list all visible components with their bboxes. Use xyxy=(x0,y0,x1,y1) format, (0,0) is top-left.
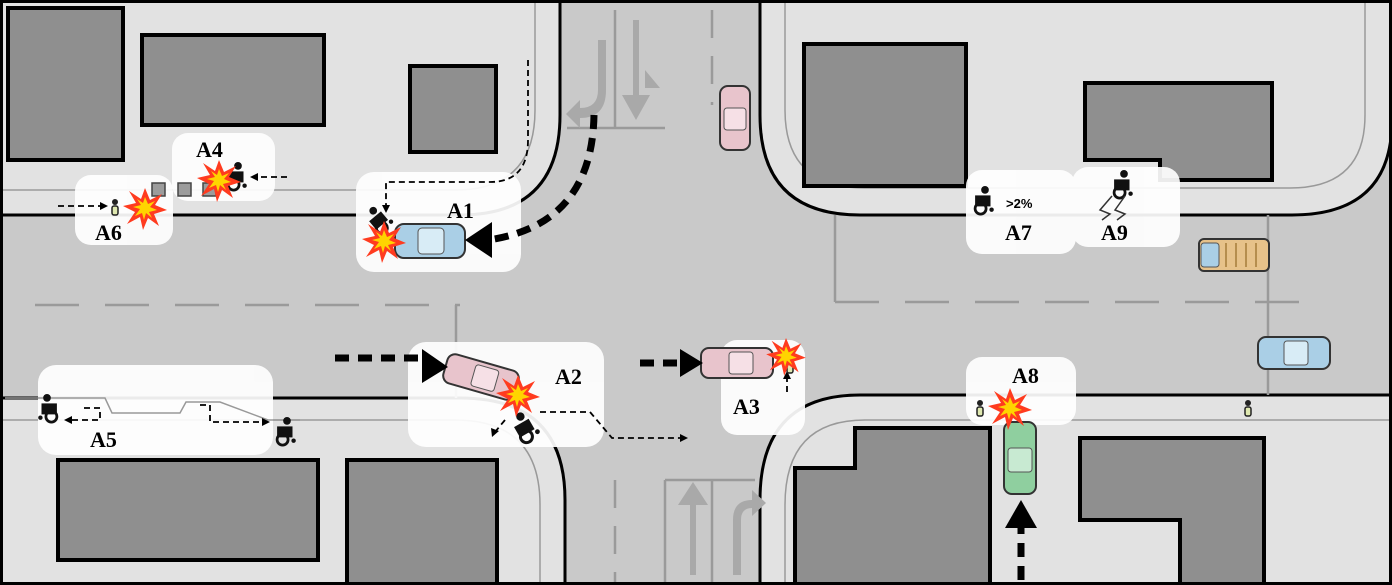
lane-arrow-icon xyxy=(566,20,766,575)
truck-icon xyxy=(1198,238,1270,272)
building xyxy=(408,64,498,154)
label-a5: A5 xyxy=(90,427,117,452)
building xyxy=(345,458,499,585)
label-a1: A1 xyxy=(447,198,474,223)
car-icon xyxy=(719,85,751,151)
pedestrian-path-arrowhead xyxy=(64,173,791,442)
car-icon xyxy=(442,353,520,401)
bollard-icon xyxy=(151,182,217,197)
car-icon xyxy=(1003,421,1037,495)
pedestrian-icon xyxy=(1244,399,1252,417)
building xyxy=(1078,436,1266,585)
label-a7: A7 xyxy=(1005,220,1032,245)
label-a9: A9 xyxy=(1101,220,1128,245)
pedestrian-icon xyxy=(111,198,119,216)
car-icon xyxy=(1257,336,1331,370)
curb-northeast xyxy=(758,0,1392,217)
label-a2: A2 xyxy=(555,364,582,389)
sidewalk-path-detail xyxy=(5,397,300,421)
grade-label: >2% xyxy=(1006,196,1033,211)
building xyxy=(6,6,125,162)
label-a8: A8 xyxy=(1012,363,1039,388)
vehicle-path-arrow xyxy=(335,114,1025,580)
vehicle-path-arrowhead xyxy=(422,222,1037,528)
building xyxy=(140,33,326,127)
skid-marks xyxy=(1098,195,1127,221)
label-a6: A6 xyxy=(95,220,122,245)
label-a4: A4 xyxy=(196,137,223,162)
building xyxy=(56,458,320,562)
car-icon xyxy=(700,347,774,379)
sidewalk-edge-se xyxy=(784,419,1392,585)
label-a3: A3 xyxy=(733,394,760,419)
pedestrian-path-arrow xyxy=(58,60,788,439)
car-icon xyxy=(394,223,466,259)
building xyxy=(793,426,992,585)
pedestrian-icon xyxy=(976,399,984,417)
building xyxy=(802,42,968,188)
